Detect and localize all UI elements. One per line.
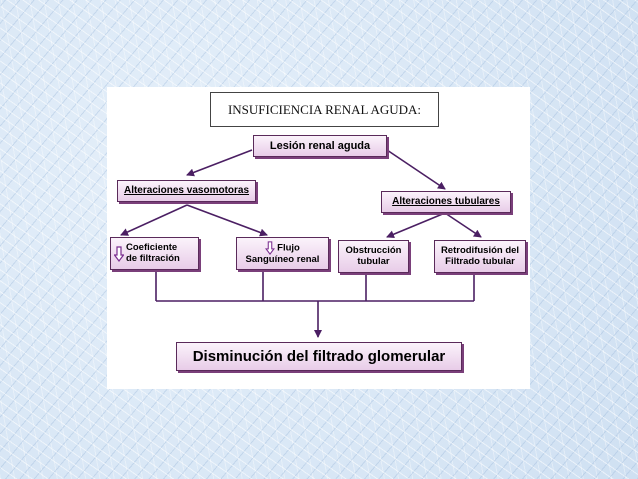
- node-retro-line1: Retrodifusión del: [440, 244, 520, 256]
- arrow-vasomotoras-to-coeficiente: [120, 204, 188, 236]
- node-obstruccion-line2: tubular: [357, 255, 390, 267]
- node-disminucion-filtrado: Disminución del filtrado glomerular: [176, 342, 462, 371]
- node-tubulares-label: Alteraciones tubulares: [392, 196, 500, 208]
- node-flujo-text: Flujo Sanguíneo renal: [245, 241, 320, 266]
- node-retrodifusion-filtrado: Retrodifusión del Filtrado tubular: [434, 240, 526, 273]
- down-arrow-icon: [265, 241, 276, 256]
- node-flujo-line2: Sanguíneo renal: [245, 254, 320, 266]
- node-alteraciones-vasomotoras: Alteraciones vasomotoras: [117, 180, 256, 202]
- arrow-tubulares-to-obstruccion: [386, 212, 446, 239]
- node-lesion-renal-aguda: Lesión renal aguda: [253, 135, 387, 157]
- node-retro-line2: Filtrado tubular: [445, 255, 515, 267]
- node-coeficiente-filtracion: Coeficiente de filtración: [110, 237, 199, 270]
- node-retrodifusion-text: Retrodifusión del Filtrado tubular: [440, 244, 520, 268]
- node-obstruccion-line1: Obstrucción: [345, 244, 402, 256]
- node-lesion-label: Lesión renal aguda: [269, 139, 371, 152]
- node-obstruccion-text: Obstrucción tubular: [345, 244, 402, 268]
- diagram-title-text: INSUFICIENCIA RENAL AGUDA:: [227, 101, 422, 117]
- node-alteraciones-tubulares: Alteraciones tubulares: [381, 191, 511, 213]
- arrow-tubulares-to-retrodifusion: [444, 212, 482, 238]
- node-coeficiente-line1: Coeficiente: [126, 241, 178, 253]
- connector-lines: [120, 149, 482, 338]
- node-coeficiente-text: Coeficiente de filtración: [126, 241, 180, 265]
- node-flujo-line1: Flujo: [277, 242, 300, 254]
- arrow-vasomotoras-to-flujo: [186, 204, 268, 237]
- node-vasomotoras-label: Alteraciones vasomotoras: [123, 185, 250, 197]
- node-flujo-sanguineo-renal: Flujo Sanguíneo renal: [236, 237, 329, 270]
- arrow-lesion-to-vasomotoras: [186, 149, 253, 177]
- down-arrow-icon: [114, 245, 124, 262]
- node-disminucion-label: Disminución del filtrado glomerular: [192, 347, 446, 365]
- node-coeficiente-line2: de filtración: [126, 252, 180, 264]
- diagram-title: INSUFICIENCIA RENAL AGUDA:: [210, 92, 439, 127]
- diagram-slide: INSUFICIENCIA RENAL AGUDA: Lesión renal …: [107, 87, 530, 389]
- arrow-lesion-to-tubulares: [386, 149, 446, 190]
- node-obstruccion-tubular: Obstrucción tubular: [338, 240, 409, 273]
